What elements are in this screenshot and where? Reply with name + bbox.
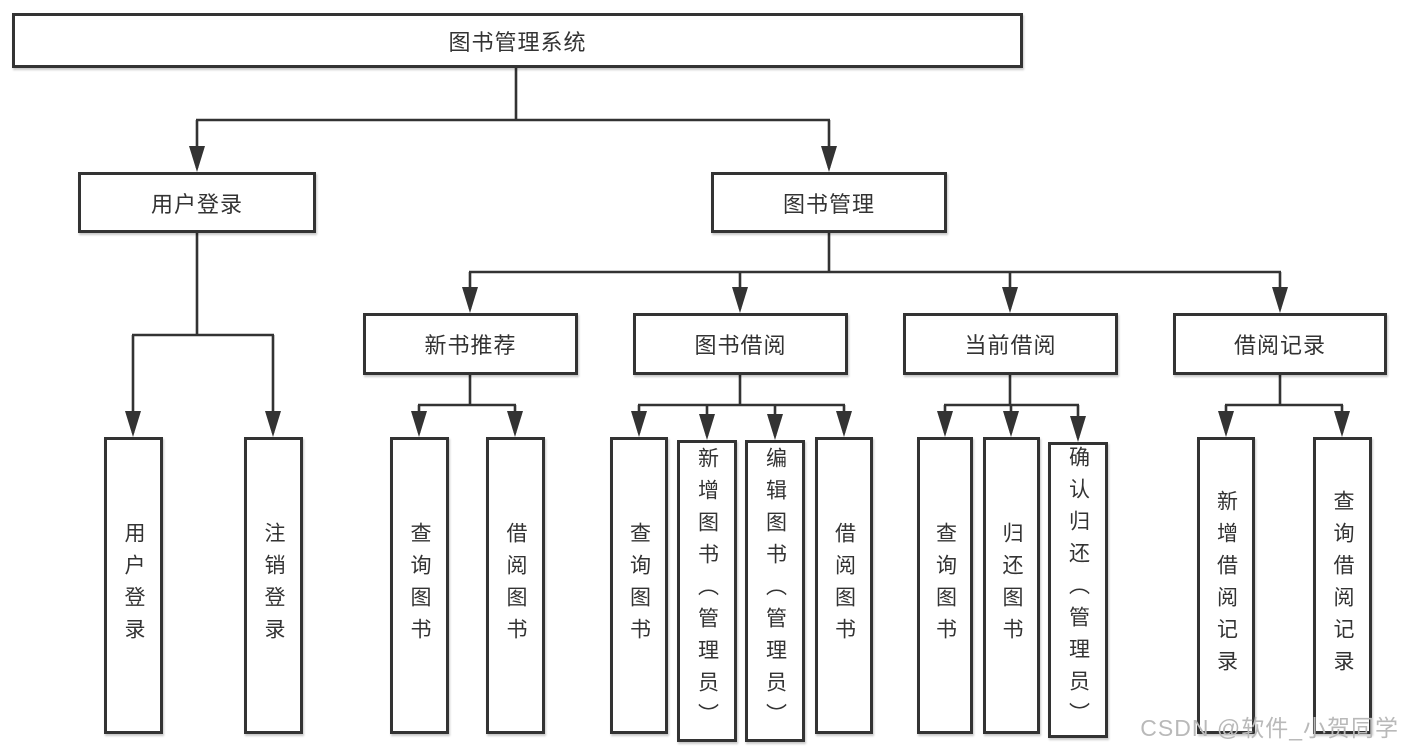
leaf-edit-books-admin: 编辑图书（管理员） (745, 440, 805, 742)
node-user-login: 用户登录 (78, 172, 316, 233)
leaf-borrow-books-recommend: 借阅图书 (486, 437, 545, 734)
node-borrowing-records: 借阅记录 (1173, 313, 1387, 375)
leaf-label: 借阅图书 (832, 521, 856, 650)
connector-borrow-records-to-leaves (1224, 375, 1344, 433)
leaf-query-books-recommend: 查询图书 (390, 437, 449, 734)
leaf-label: 注销登录 (262, 521, 285, 650)
leaf-label: 新增借阅记录 (1214, 489, 1238, 682)
leaf-confirm-return-admin: 确认归还（管理员） (1048, 442, 1108, 738)
leaf-label: 查询图书 (408, 521, 431, 650)
leaf-logout: 注销登录 (244, 437, 303, 734)
leaf-label: 编辑图书（管理员） (763, 447, 787, 735)
node-label: 新书推荐 (424, 333, 517, 358)
csdn-watermark: CSDN @软件_小贺同学 (1140, 715, 1399, 741)
node-label: 用户登录 (150, 191, 243, 217)
arrow-down-icon (265, 411, 281, 437)
node-current-borrowing: 当前借阅 (903, 313, 1118, 375)
arrow-down-icon (189, 146, 205, 172)
arrow-down-icon (732, 287, 748, 313)
leaf-return-books: 归还图书 (983, 437, 1040, 734)
leaf-label: 查询借阅记录 (1331, 489, 1354, 682)
arrow-down-icon (1334, 411, 1350, 437)
arrow-down-icon (1070, 416, 1086, 442)
node-label: 借阅记录 (1233, 333, 1326, 358)
leaf-add-books-admin: 新增图书（管理员） (677, 440, 737, 742)
leaf-label: 确认归还（管理员） (1066, 446, 1090, 734)
connector-new-book-rec-to-leaves (417, 375, 517, 433)
arrow-down-icon (1272, 287, 1288, 313)
arrow-down-icon (1218, 411, 1234, 437)
connector-root-to-level2 (195, 68, 831, 168)
connector-book-mgmt-to-level3 (468, 233, 1282, 309)
arrow-down-icon (821, 146, 837, 172)
leaf-label: 借阅图书 (504, 521, 527, 650)
node-book-borrowing: 图书借阅 (633, 313, 848, 375)
node-book-management: 图书管理 (711, 172, 947, 233)
leaf-label: 用户登录 (122, 521, 145, 650)
arrow-down-icon (507, 411, 523, 437)
leaf-query-borrow-record: 查询借阅记录 (1313, 437, 1372, 734)
node-label: 图书管理 (782, 191, 875, 217)
arrow-down-icon (767, 414, 783, 440)
arrow-down-icon (411, 411, 427, 437)
node-new-book-recommend: 新书推荐 (363, 313, 578, 375)
arrow-down-icon (937, 411, 953, 437)
connector-book-borrow-to-leaves (637, 375, 846, 436)
node-library-management-system: 图书管理系统 (12, 13, 1023, 68)
leaf-label: 查询图书 (933, 521, 957, 650)
leaf-user-login: 用户登录 (104, 437, 163, 734)
connector-current-borrow-to-leaves (943, 375, 1080, 438)
node-label: 当前借阅 (964, 333, 1057, 358)
arrow-down-icon (836, 411, 852, 437)
arrow-down-icon (699, 414, 715, 440)
node-label: 图书借阅 (694, 333, 787, 358)
arrow-down-icon (631, 411, 647, 437)
connector-user-login-to-leaves (131, 233, 275, 433)
leaf-label: 归还图书 (1000, 521, 1023, 650)
arrow-down-icon (1003, 411, 1019, 437)
leaf-borrow-books-borrowing: 借阅图书 (815, 437, 873, 734)
arrow-down-icon (125, 411, 141, 437)
arrow-down-icon (462, 287, 478, 313)
node-label: 图书管理系统 (448, 29, 587, 55)
leaf-query-books-borrowing: 查询图书 (610, 437, 668, 734)
arrow-down-icon (1002, 287, 1018, 313)
leaf-label: 查询图书 (627, 521, 651, 650)
leaf-query-books-current: 查询图书 (917, 437, 973, 734)
leaf-add-borrow-record: 新增借阅记录 (1197, 437, 1255, 734)
leaf-label: 新增图书（管理员） (695, 447, 719, 735)
